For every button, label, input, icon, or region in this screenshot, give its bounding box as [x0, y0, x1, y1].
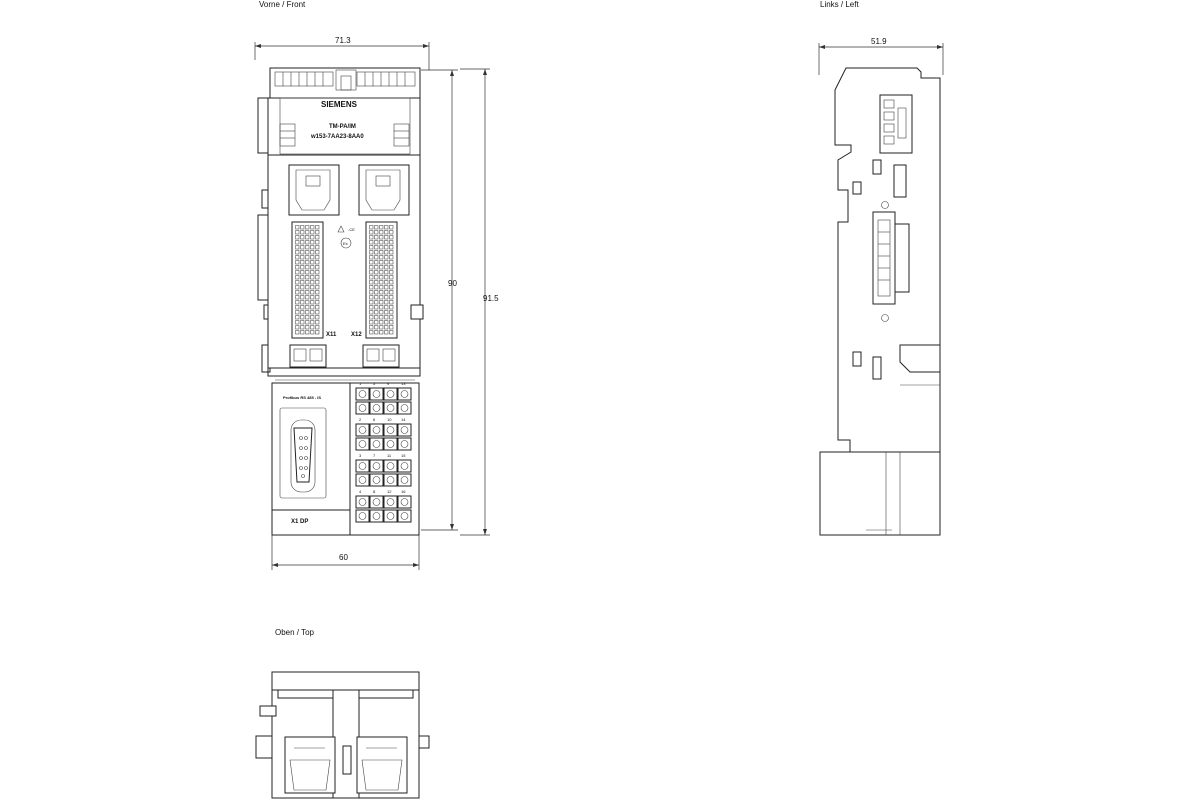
terminal-number-label: 16 [401, 489, 406, 494]
spring-terminal [355, 473, 370, 487]
side-terminal-block [872, 201, 910, 322]
terminal-number-label: 5 [373, 381, 376, 386]
spring-terminal [397, 473, 412, 487]
svg-text:Ex: Ex [343, 241, 348, 246]
left-view-title: Links / Left [820, 0, 859, 9]
svg-text:-CE: -CE [348, 227, 355, 232]
dsub-connector-x1: Profibus RS 485 - IS [279, 395, 327, 499]
spring-terminal [369, 401, 384, 415]
connector-label-x1: X1 DP [291, 519, 308, 525]
profibus-label: Profibus RS 485 - IS [283, 395, 321, 400]
upper-connector-ports [288, 164, 410, 216]
spring-terminal [355, 401, 370, 415]
terminal-block-x11 [291, 221, 324, 339]
side-top-connector [879, 94, 913, 154]
spring-terminal [369, 437, 384, 451]
front-view: 71.3 90 91.5 60 [254, 36, 499, 570]
spring-terminal [397, 459, 412, 473]
spring-terminal [355, 387, 370, 401]
terminal-number-label: 3 [359, 453, 362, 458]
spring-terminal [355, 459, 370, 473]
terminal-number-label: 13 [401, 381, 406, 386]
spring-terminal [397, 387, 412, 401]
terminal-number-label: 4 [359, 489, 362, 494]
spring-terminal [355, 437, 370, 451]
spring-terminal [397, 509, 412, 523]
dimension-front-height-outer: 91.5 [460, 68, 499, 536]
terminal-number-label: 15 [401, 453, 406, 458]
terminal-number-label: 2 [359, 417, 362, 422]
dim-label-bottom-width: 60 [339, 553, 348, 562]
module-name-label: TM-PA/IM [329, 124, 356, 130]
brand-label: SIEMENS [321, 100, 358, 109]
left-view: 51.9 [818, 37, 944, 536]
ex-warning-symbols: Ex -CE [337, 225, 355, 249]
terminal-number-label: 1 [359, 381, 362, 386]
dim-label-front-width: 71.3 [335, 36, 351, 45]
spring-terminal [369, 473, 384, 487]
spring-terminal [383, 473, 398, 487]
spring-terminal [397, 437, 412, 451]
dim-label-side-width: 51.9 [871, 37, 887, 46]
spring-terminal [383, 495, 398, 509]
spring-terminal [397, 401, 412, 415]
dim-label-height-outer: 91.5 [483, 294, 499, 303]
terminal-number-label: 14 [401, 417, 406, 422]
spring-terminal [383, 509, 398, 523]
terminal-number-label: 12 [387, 489, 392, 494]
terminal-number-label: 8 [373, 489, 376, 494]
connector-label-x12: X12 [351, 332, 362, 338]
spring-terminal [383, 401, 398, 415]
label-area: SIEMENS TM-PA/IM w153-7AA23-8AA0 [279, 97, 411, 155]
spring-terminal [383, 423, 398, 437]
spring-terminal [369, 509, 384, 523]
spring-terminal [355, 495, 370, 509]
spring-terminal [369, 459, 384, 473]
front-view-title: Vorne / Front [259, 0, 306, 9]
top-view-title: Oben / Top [275, 628, 315, 637]
spring-terminal [397, 495, 412, 509]
terminal-number-label: 10 [387, 417, 392, 422]
dim-label-height-inner: 90 [448, 279, 457, 288]
top-latch-ribs [274, 69, 416, 91]
terminal-number-label: 11 [387, 453, 392, 458]
dimension-front-bottom-width: 60 [271, 535, 420, 570]
terminal-block-x12 [365, 221, 398, 339]
spring-terminal [369, 423, 384, 437]
dimension-side-width: 51.9 [818, 37, 944, 75]
top-view [255, 671, 430, 799]
terminal-number-label: 7 [373, 453, 376, 458]
spring-terminal [369, 495, 384, 509]
spring-terminal [355, 423, 370, 437]
dimension-front-height-inner: 90 [421, 69, 458, 531]
spring-terminal [397, 423, 412, 437]
spring-terminal [369, 387, 384, 401]
connector-label-x11: X11 [326, 332, 337, 338]
spring-terminal [383, 387, 398, 401]
order-number-label: w153-7AA23-8AA0 [310, 134, 364, 140]
dimension-front-width: 71.3 [254, 36, 430, 70]
terminal-number-label: 9 [387, 381, 390, 386]
terminal-number-label: 6 [373, 417, 376, 422]
spring-terminal [383, 437, 398, 451]
spring-terminal [355, 509, 370, 523]
spring-terminal [383, 459, 398, 473]
